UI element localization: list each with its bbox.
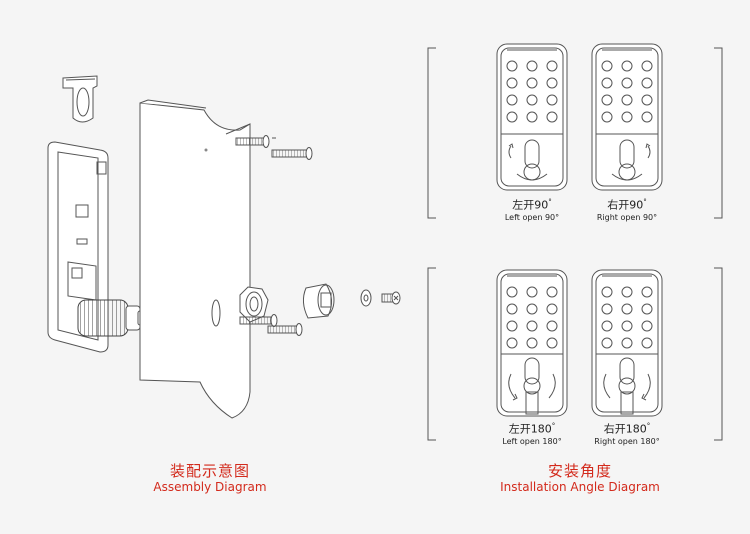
label-right-90: 右开90° Right open 90°: [572, 196, 682, 223]
assembly-diagram: [47, 75, 401, 419]
degree-symbol: °: [653, 212, 658, 222]
degree-symbol: °: [557, 436, 562, 446]
mounting-nut: [239, 286, 269, 323]
installation-title-cn: 安装角度: [547, 462, 612, 480]
assembly-title-cn: 装配示意图: [169, 462, 250, 480]
spring-cylinder: [77, 299, 149, 337]
label-left-180-en: Left open 180: [502, 436, 558, 446]
label-left-180-cn: 左开180: [508, 422, 552, 436]
label-right-90-en: Right open 90: [596, 212, 654, 222]
label-right-180-en: Right open 180: [594, 436, 656, 446]
label-left-90-cn: 左开90: [512, 198, 549, 212]
cam-bushing: [302, 283, 335, 319]
label-right-180: 右开180° Right open 180°: [572, 420, 682, 447]
keypad-lock-right-180: [591, 269, 663, 417]
screws-top: [235, 135, 313, 160]
degree-symbol: °: [555, 212, 560, 222]
degree-symbol: °: [551, 422, 556, 430]
washer-screw: [360, 289, 401, 307]
installation-title-en: Installation Angle Diagram: [500, 480, 660, 494]
label-left-180: 左开180° Left open 180°: [477, 420, 587, 447]
degree-symbol: °: [655, 436, 660, 446]
degree-symbol: °: [548, 198, 552, 206]
assembly-title-en: Assembly Diagram: [153, 480, 267, 494]
mounting-clip: [62, 75, 98, 123]
installation-caption: 安装角度 Installation Angle Diagram: [480, 462, 680, 495]
degree-symbol: °: [643, 198, 647, 206]
keypad-lock-left-90: [496, 43, 568, 191]
screws-bottom: [239, 314, 303, 336]
keypad-lock-right-90: [591, 43, 663, 191]
assembly-caption: 装配示意图 Assembly Diagram: [130, 462, 290, 495]
keypad-lock-left-180: [496, 269, 568, 417]
degree-symbol: °: [646, 422, 651, 430]
door-panel: [139, 99, 251, 419]
label-left-90-en: Left open 90: [504, 212, 556, 222]
label-right-180-cn: 右开180: [603, 422, 647, 436]
label-right-90-cn: 右开90: [607, 198, 644, 212]
installation-brackets: [427, 47, 723, 441]
label-left-90: 左开90° Left open 90°: [477, 196, 587, 223]
